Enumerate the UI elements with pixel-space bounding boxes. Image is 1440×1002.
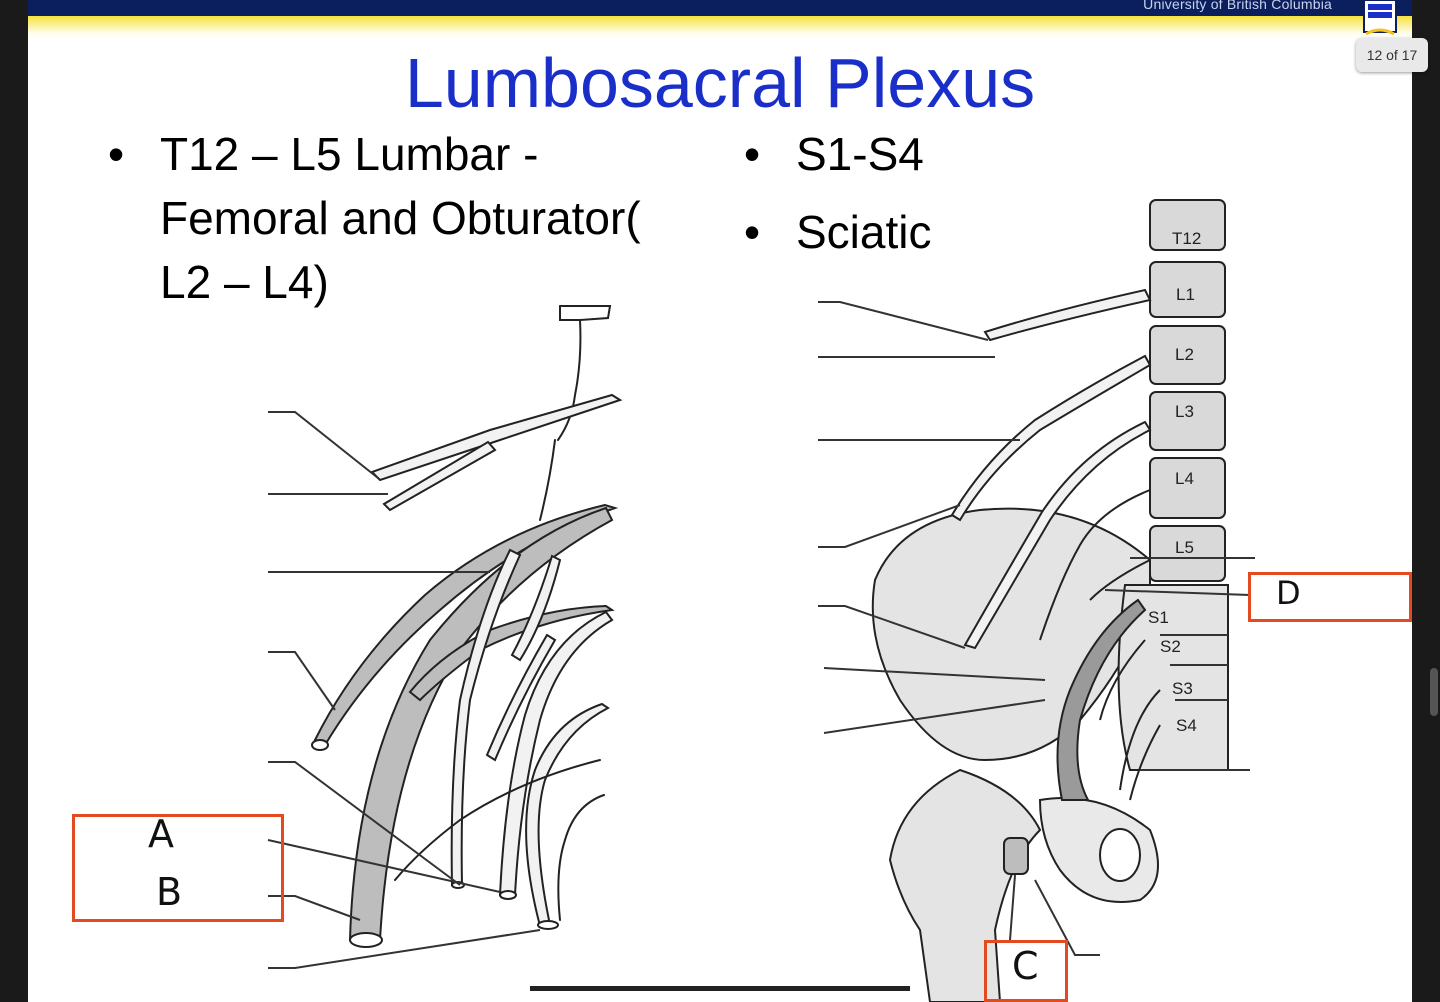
vertebra-label-l3: L3 [1175,402,1194,421]
university-crest-icon [1363,0,1397,36]
lumbar-plexus-illustration [311,305,623,948]
vertebra-labels: T12 L1 L2 L3 L4 L5 [1172,229,1201,557]
answer-box-c[interactable] [984,940,1068,1002]
slide-title: Lumbosacral Plexus [404,44,1036,122]
sacral-label-s4: S4 [1176,716,1197,735]
bullet-sacral-levels: S1-S4 [744,122,1144,186]
sacral-label-s3: S3 [1172,679,1193,698]
answer-letter-d: D [1276,574,1301,612]
page-counter: 12 of 17 [1356,38,1428,72]
answer-letter-b: B [156,870,183,914]
vertebra-label-l1: L1 [1176,285,1195,304]
right-bullet-list: S1-S4 Sciatic [744,122,1144,278]
header-bar: University of British Columbia [28,0,1412,16]
sacral-plexus-illustration [871,199,1229,1002]
bullet-sciatic: Sciatic [744,200,1144,264]
answer-box-d[interactable] [1248,572,1412,622]
sacral-labels: S1 S2 S3 S4 [1148,608,1197,735]
vertebra-label-l2: L2 [1175,345,1194,364]
sacral-label-s2: S2 [1160,637,1181,656]
right-leader-lines [818,301,1255,956]
vertebra-label-l5: L5 [1175,538,1194,557]
answer-letter-a: A [148,812,174,856]
left-leader-lines [267,411,541,969]
slide-bottom-rule [530,986,910,991]
answer-letter-c: C [1012,944,1039,988]
header-accent-stripe [28,16,1412,38]
answer-box-ab[interactable] [72,814,284,922]
bullet-lumbar: T12 – L5 Lumbar - Femoral and Obturator(… [108,122,668,314]
institution-name: University of British Columbia [1143,0,1332,12]
vertebra-label-t12: T12 [1172,229,1201,248]
sacral-label-s1: S1 [1148,608,1169,627]
scrollbar-handle[interactable] [1430,668,1438,716]
vertebra-label-l4: L4 [1175,469,1194,488]
left-bullet-list: T12 – L5 Lumbar - Femoral and Obturator(… [108,122,668,314]
